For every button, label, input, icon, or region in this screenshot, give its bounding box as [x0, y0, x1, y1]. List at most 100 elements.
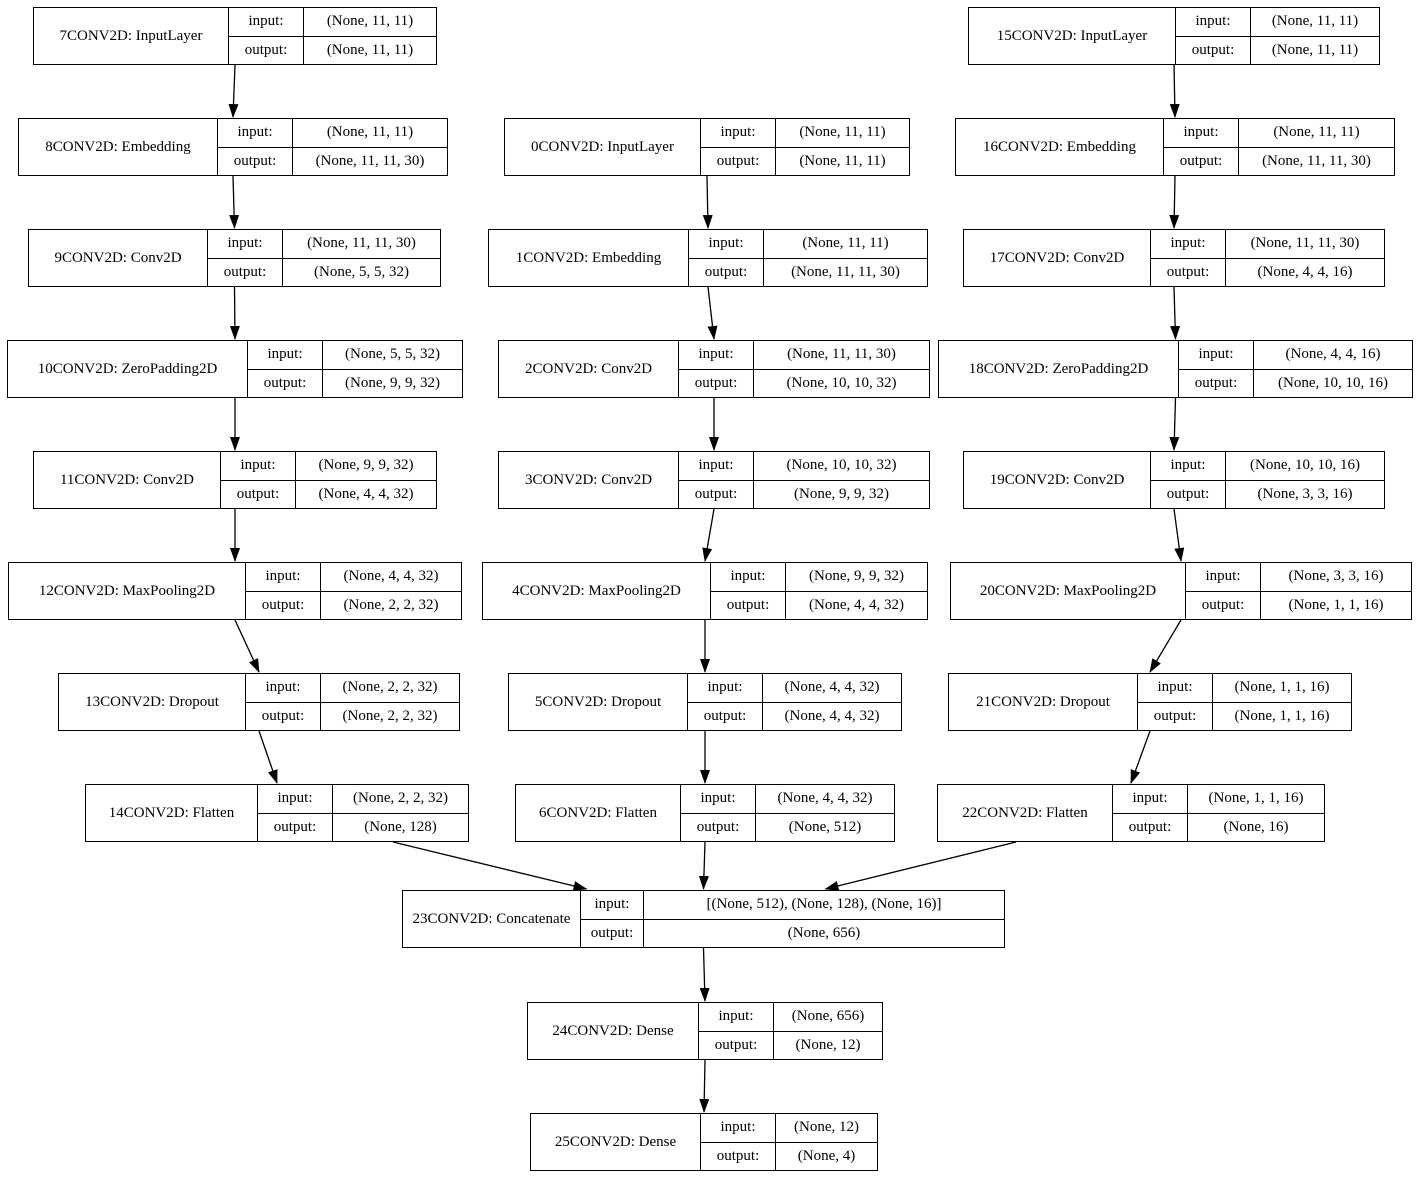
input-shape: (None, 11, 11) — [1239, 119, 1394, 148]
output-shape: (None, 128) — [364, 818, 437, 835]
input-label: input: — [229, 8, 303, 37]
io-label-column: input:output: — [1176, 8, 1251, 64]
input-label: input: — [218, 119, 292, 148]
shape-column: (None, 4, 4, 32)(None, 512) — [756, 785, 894, 841]
output-shape: (None, 1, 1, 16) — [1234, 707, 1330, 724]
input-label: input: — [1151, 452, 1225, 481]
input-shape: [(None, 512), (None, 128), (None, 16)] — [644, 891, 1004, 920]
io-label-column: input:output: — [699, 1003, 774, 1059]
input-shape: (None, 11, 11) — [1251, 8, 1379, 37]
output-label: output: — [1128, 818, 1172, 835]
shape-column: (None, 11, 11) (None, 11, 11, 30) — [1239, 119, 1394, 175]
io-label-column: input:output: — [679, 452, 754, 508]
output-shape: (None, 11, 11, 30) — [1262, 152, 1371, 169]
output-label: output: — [1166, 485, 1210, 502]
shape-column: [(None, 512), (None, 128), (None, 16)] (N… — [644, 891, 1004, 947]
output-shape: (None, 16) — [1223, 818, 1289, 835]
shape-column: (None, 5, 5, 32) (None, 9, 9, 32) — [323, 341, 462, 397]
output-shape: (None, 11, 11) — [1271, 41, 1359, 58]
output-label: output: — [273, 818, 317, 835]
input-label: input: — [1179, 341, 1253, 370]
io-label-column: input:output: — [1138, 674, 1213, 730]
input-label: input: — [701, 119, 775, 148]
edge-arrow-22-to-23 — [824, 841, 1017, 891]
input-shape: (None, 1, 1, 16) — [1188, 785, 1324, 814]
shape-column: (None, 4, 4, 16)(None, 10, 10, 16) — [1254, 341, 1412, 397]
layer-name: 1CONV2D: Embedding — [489, 230, 689, 286]
layer-name: 3CONV2D: Conv2D — [499, 452, 679, 508]
output-shape: (None, 9, 9, 32) — [794, 485, 889, 502]
input-label: input: — [208, 230, 282, 259]
input-label: input: — [1186, 563, 1260, 592]
output-label: output: — [261, 596, 305, 613]
output-label: output: — [716, 1147, 760, 1164]
edge-arrow-24-to-25 — [699, 1059, 710, 1113]
shape-column: (None, 4, 4, 32)(None, 2, 2, 32) — [321, 563, 461, 619]
io-label-column: input:output: — [689, 230, 764, 286]
io-label-column: input:output: — [246, 563, 321, 619]
input-label: input: — [1151, 230, 1225, 259]
edge-arrow-8-to-9 — [229, 175, 240, 229]
shape-column: (None, 3, 3, 16)(None, 1, 1, 16) — [1261, 563, 1411, 619]
edge-arrow-17-to-18 — [1170, 286, 1181, 340]
edge-arrow-0-to-1 — [702, 175, 713, 229]
io-label-column: input: output: — [1151, 452, 1226, 508]
layer-name: 23CONV2D: Concatenate — [403, 891, 581, 947]
layer-name: 13CONV2D: Dropout — [59, 674, 246, 730]
io-label-column: input:output: — [229, 8, 304, 64]
input-label: input: — [246, 674, 320, 703]
shape-column: (None, 9, 9, 32)(None, 4, 4, 32) — [786, 563, 927, 619]
shape-column: (None, 10, 10, 32) (None, 9, 9, 32) — [754, 452, 929, 508]
shape-column: (None, 11, 11, 30)(None, 5, 5, 32) — [283, 230, 440, 286]
input-label: input: — [1113, 785, 1187, 814]
edge-arrow-18-to-19 — [1169, 397, 1180, 451]
input-label: input: — [679, 452, 753, 481]
layer-name: 4CONV2D: MaxPooling2D — [483, 563, 711, 619]
io-label-column: input: output: — [258, 785, 333, 841]
shape-column: (None, 11, 11, 30)(None, 4, 4, 16) — [1226, 230, 1384, 286]
shape-column: (None, 656)(None, 12) — [774, 1003, 882, 1059]
io-label-column: input:output: — [688, 674, 763, 730]
input-label: input: — [258, 785, 332, 814]
shape-column: (None, 2, 2, 32)(None, 2, 2, 32) — [321, 674, 459, 730]
output-shape: (None, 5, 5, 32) — [314, 263, 409, 280]
output-shape: (None, 9, 9, 32) — [345, 374, 440, 391]
output-shape: (None, 11, 11) — [799, 152, 886, 169]
layer-name: 24CONV2D: Dense — [528, 1003, 699, 1059]
output-label: output: — [696, 818, 740, 835]
shape-column: (None, 10, 10, 16)(None, 3, 3, 16) — [1226, 452, 1384, 508]
io-label-column: input:output: — [1164, 119, 1239, 175]
output-label: output: — [261, 707, 305, 724]
layer-name: 18CONV2D: ZeroPadding2D — [939, 341, 1179, 397]
output-label: output: — [703, 707, 747, 724]
output-shape: (None, 656) — [787, 924, 861, 941]
layer-name: 16CONV2D: Embedding — [956, 119, 1164, 175]
input-shape: (None, 1, 1, 16) — [1213, 674, 1351, 703]
input-shape: (None, 5, 5, 32) — [323, 341, 462, 370]
shape-column: (None, 2, 2, 32) (None, 128) — [333, 785, 468, 841]
input-shape: (None, 10, 10, 32) — [754, 452, 929, 481]
shape-column: (None, 1, 1, 16) (None, 16) — [1188, 785, 1324, 841]
input-label: input: — [1138, 674, 1212, 703]
output-label: output: — [1201, 596, 1245, 613]
input-shape: (None, 656) — [774, 1003, 882, 1032]
shape-column: (None, 9, 9, 32)(None, 4, 4, 32) — [296, 452, 436, 508]
input-label: input: — [711, 563, 785, 592]
input-label: input: — [1164, 119, 1238, 148]
layer-name: 14CONV2D: Flatten — [86, 785, 258, 841]
input-shape: (None, 2, 2, 32) — [333, 785, 468, 814]
layer-name: 6CONV2D: Flatten — [516, 785, 681, 841]
output-shape: (None, 4, 4, 32) — [318, 485, 414, 502]
